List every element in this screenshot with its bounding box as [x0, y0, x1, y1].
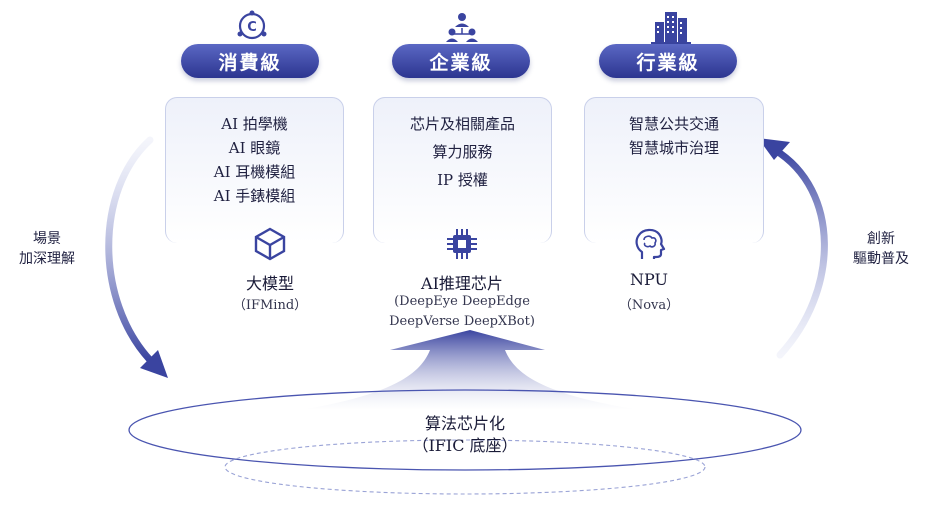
list-item: AI 手錶模組 — [213, 187, 296, 205]
list-item: 智慧城市治理 — [628, 139, 719, 157]
tier-card-industry: 智慧公共交通 智慧城市治理 — [584, 97, 764, 243]
right-label-line: 驅動普及 — [853, 251, 909, 267]
list-item: AI 耳機模組 — [213, 163, 296, 181]
right-curve-arrow — [771, 146, 828, 359]
product-sub-enterprise-1: (DeepEye DeepEdge — [394, 294, 530, 309]
product-sub-industry: （Nova） — [618, 298, 680, 313]
base-ellipse-outer — [128, 389, 802, 471]
upward-arrow — [300, 330, 640, 410]
base-title: 算法芯片化 — [424, 414, 505, 433]
right-arrow-head — [758, 138, 790, 160]
tier-title-industry: 行業級 — [599, 44, 737, 78]
right-side-label: 創新 驅動普及 — [846, 229, 916, 269]
consumer-c-icon: C — [237, 10, 267, 40]
tier-card-enterprise: 芯片及相關產品 算力服務 IP 授權 — [373, 97, 552, 243]
left-label-line: 加深理解 — [19, 251, 75, 267]
left-side-label: 場景 加深理解 — [12, 229, 82, 269]
left-label-line: 場景 — [33, 231, 61, 247]
left-curve-arrow — [105, 136, 154, 364]
product-label-consumer: 大模型 — [245, 274, 294, 293]
list-item: IP 授權 — [437, 171, 488, 189]
product-sub-enterprise-2: DeepVerse DeepXBot) — [389, 314, 535, 329]
list-item: AI 拍學機 — [221, 115, 288, 133]
product-label-industry: NPU — [630, 270, 668, 289]
industry-buildings-icon — [651, 12, 691, 44]
base-ellipse-dashed — [224, 439, 706, 495]
list-item: 算力服務 — [432, 143, 493, 161]
list-item: AI 眼鏡 — [228, 139, 281, 157]
product-label-enterprise: AI推理芯片 — [421, 274, 503, 293]
list-item: 芯片及相關產品 — [409, 115, 515, 133]
tier-title-enterprise: 企業級 — [392, 44, 530, 78]
tier-title-consumer: 消費級 — [181, 44, 319, 78]
brain-head-icon — [635, 228, 666, 259]
svg-text:C: C — [247, 20, 257, 35]
left-arrow-head — [140, 350, 168, 378]
base-subtitle: （IFIC 底座） — [412, 436, 518, 455]
tier-card-consumer: AI 拍學機 AI 眼鏡 AI 耳機模組 AI 手錶模組 — [165, 97, 344, 243]
product-sub-consumer: （IFMind） — [232, 298, 308, 313]
enterprise-people-icon — [446, 13, 478, 42]
chip-icon — [447, 229, 477, 259]
right-label-line: 創新 — [867, 231, 895, 247]
cube-icon — [254, 227, 286, 261]
list-item: 智慧公共交通 — [628, 115, 719, 133]
